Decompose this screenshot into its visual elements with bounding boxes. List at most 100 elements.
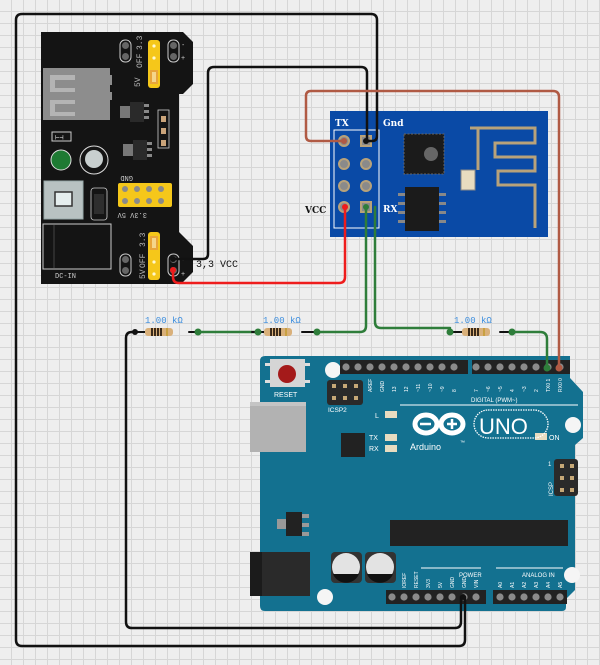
resistor[interactable]: 1.00 kΩ [454,316,492,336]
voltage-regulator-1 [120,102,149,122]
digital-pin[interactable] [354,363,362,371]
icsp2-header [327,380,363,405]
gnd-label: GND [120,173,133,181]
power-module[interactable]: 5V OFF 3.3 - + ⊢⊣ [41,32,193,284]
analog-pin[interactable] [520,593,528,601]
diode-glyph: ⊢⊣ [55,135,63,143]
top-jumper[interactable] [148,40,160,88]
digital-pin[interactable] [472,363,480,371]
esp-vcc-label: VCC [304,206,326,216]
usb-b-port [250,402,306,452]
analog-pin[interactable] [496,593,504,601]
digital-pin[interactable] [342,363,350,371]
digital-pin[interactable] [426,363,434,371]
esp01-module[interactable]: TX Gnd RX [330,111,548,237]
analog-in-label: ANALOG IN [522,573,555,579]
trademark: ™ [460,440,465,446]
power-pin[interactable] [448,593,456,601]
uno-badge [473,409,549,439]
capacitor-1 [331,552,362,583]
atmega-chip [390,520,568,546]
33v-rail-label: 3.3V [129,210,147,218]
mount-hole [564,567,580,583]
resistor[interactable]: 1.00 kΩ [145,316,183,336]
esp-led-icon [460,169,476,191]
mount-hole [325,362,341,378]
digital-pin[interactable] [532,363,540,371]
digital-pin[interactable] [366,363,374,371]
power-switch[interactable] [43,180,84,220]
reset-button[interactable] [265,359,310,387]
arduino-board [260,356,583,611]
icsp2-label: ICSP2 [328,407,347,414]
power-pin-label: 5V [438,581,444,588]
digital-pin[interactable] [414,363,422,371]
led-on-label: ON [549,435,560,442]
esp-rx-label: RX [383,205,397,215]
wires [14,12,561,648]
wire-esp-rx-to-divider[interactable] [315,205,368,334]
resistor-value-label: 1.00 kΩ [454,316,492,326]
analog-pin[interactable] [556,593,564,601]
digital-pin-label: ~6 [486,386,492,392]
bottom-jumper-label-33: 3.3 [139,232,148,247]
digital-pin[interactable] [390,363,398,371]
analog-pin[interactable] [544,593,552,601]
bottom-jumper-label-5v: 5V [139,269,148,279]
arduino-regulator [277,512,309,536]
analog-pin-label: A0 [498,582,504,588]
wire-module-vcc-to-esp-vcc[interactable] [171,205,347,285]
digital-pin[interactable] [450,363,458,371]
usb-chip [341,433,365,457]
reset-label: RESET [274,392,298,399]
digital-pin[interactable] [402,363,410,371]
bottom-plus-label: + [181,271,185,278]
pcb-antenna-icon [470,126,537,228]
wire-outer-gnd[interactable] [14,12,467,648]
analog-pin-label: A5 [558,582,564,588]
header-pins[interactable] [342,363,564,601]
digital-pin-label: 8 [452,389,458,392]
power-pin-label: GND [450,577,456,589]
power-button-round[interactable] [79,145,109,175]
analog-pin[interactable] [532,593,540,601]
digital-pin[interactable] [520,363,528,371]
wire-module-gnd-to-esp-gnd[interactable] [171,65,369,261]
middle-header[interactable] [118,183,172,207]
digital-pin-label: AREF [368,379,374,392]
power-pin[interactable] [472,593,480,601]
icsp-pin1-label: 1 [548,462,552,468]
wire-divider-gnd-to-arduino-gnd[interactable] [124,330,463,630]
power-pin[interactable] [400,593,408,601]
capacitor-2 [365,552,396,583]
smd-resistors [157,109,170,149]
wire-esp-tx-to-arduino-rx[interactable] [304,89,561,369]
digital-pin[interactable] [378,363,386,371]
analog-header [493,590,567,604]
voltage-regulator-2 [123,140,152,160]
power-pin[interactable] [412,593,420,601]
icsp-label: ICSP [549,482,555,496]
wire-divider-to-tx0[interactable] [510,330,549,369]
dc-jack [42,223,112,270]
arduino-uno[interactable]: RESET ICSP2 L TX RX ON [250,356,583,611]
analog-pin[interactable] [508,593,516,601]
digital-pin[interactable] [484,363,492,371]
usb-port [43,68,112,120]
power-pin[interactable] [436,593,444,601]
esp-gnd-label: Gnd [383,119,404,129]
power-pin-label: GND [462,577,468,589]
power-pin[interactable] [388,593,396,601]
wire-endpoints [132,138,563,600]
digital-pin-label: 7 [474,389,480,392]
digital-pin[interactable] [438,363,446,371]
top-output-header[interactable] [167,39,180,63]
bottom-jumper[interactable] [148,232,160,280]
digital-pin[interactable] [496,363,504,371]
power-pin[interactable] [424,593,432,601]
digital-pin[interactable] [508,363,516,371]
resistor-value-label: 1.00 kΩ [263,316,301,326]
wire-esp-rx-to-arduino-tx[interactable] [373,205,452,330]
resistor[interactable]: 1.00 kΩ [263,316,301,336]
